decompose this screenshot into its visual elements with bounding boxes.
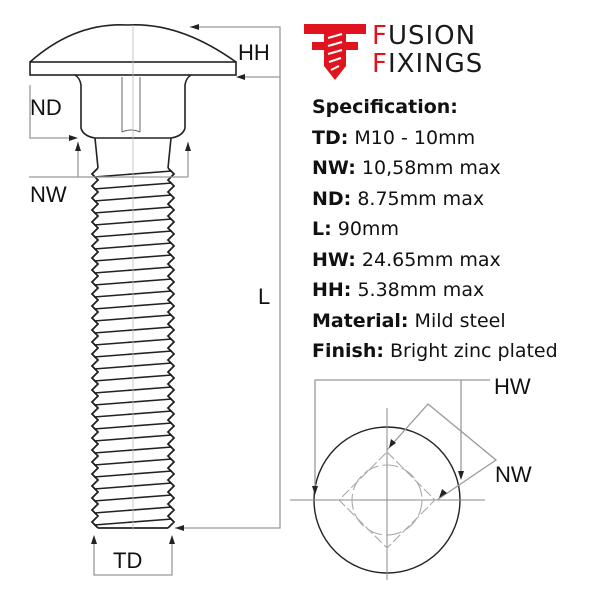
label-hh: HH [238, 40, 270, 65]
screw-logo-icon [304, 24, 366, 80]
spec-row-hh: HH: 5.38mm max [312, 279, 485, 301]
spec-row-material: Material: Mild steel [312, 309, 506, 332]
spec-row-td: TD: M10 - 10mm [312, 126, 476, 149]
label-hw: HW [494, 374, 531, 399]
specification-list: Specification: TD: M10 - 10mm NW: 10,58m… [312, 92, 558, 367]
label-nw-top-view: NW [495, 462, 532, 487]
label-td: TD [113, 548, 143, 573]
label-nw: NW [30, 182, 67, 207]
spec-row-nw: NW: 10,58mm max [312, 157, 501, 179]
fusion-fixings-logo [302, 16, 532, 82]
spec-row-nd: ND: 8.75mm max [312, 187, 485, 210]
brand-name: FUSION FIXINGS [372, 22, 483, 78]
brand-line-2: FIXINGS [372, 49, 484, 79]
spec-row-finish: Finish: Bright zinc plated [312, 340, 558, 362]
spec-row-l: L: 90mm [312, 218, 399, 240]
dimension-lines [29, 26, 281, 576]
label-l: L [258, 284, 271, 309]
dimension-arrows [69, 24, 245, 544]
label-nd: ND [30, 95, 62, 120]
spec-title: Specification: [312, 96, 458, 118]
spec-row-hw: HW: 24.65mm max [312, 248, 501, 271]
bolt-top-view [290, 379, 498, 580]
brand-line-1: FUSION [372, 21, 477, 51]
